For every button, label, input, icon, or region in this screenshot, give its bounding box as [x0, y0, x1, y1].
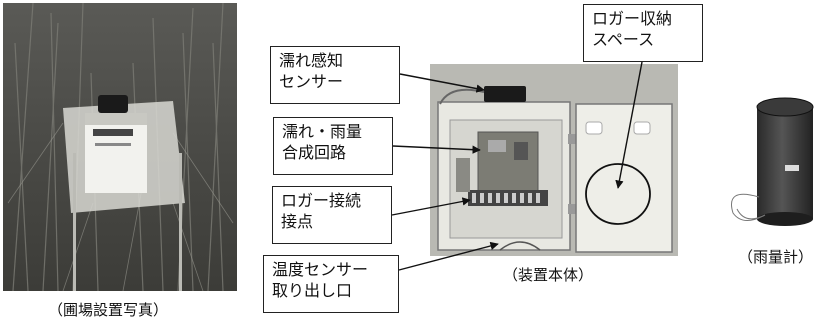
field-photo-caption: （圃場設置写真） — [48, 301, 169, 319]
label-wet-sensor-line1: 濡れ感知 — [279, 51, 344, 70]
label-wet-rain-circuit-line1: 濡れ・雨量 — [282, 122, 363, 141]
field-installation-photo — [3, 3, 237, 291]
label-logger-contact: ロガー接続 接点 — [272, 186, 392, 244]
device-body-caption: （装置本体） — [503, 266, 594, 284]
label-logger-storage: ロガー収納 スペース — [583, 4, 703, 62]
label-wet-rain-circuit-line2: 合成回路 — [282, 143, 347, 162]
rain-gauge-photo — [715, 87, 832, 235]
rain-gauge-caption: （雨量計） — [738, 248, 814, 266]
label-wet-sensor: 濡れ感知 センサー — [270, 46, 400, 104]
label-logger-storage-line2: スペース — [592, 30, 655, 49]
label-temp-sensor-outlet-line2: 取り出し口 — [272, 281, 353, 300]
label-temp-sensor-outlet-line1: 温度センサー — [272, 260, 369, 279]
label-logger-contact-line2: 接点 — [281, 212, 314, 231]
label-logger-storage-line1: ロガー収納 — [592, 9, 673, 28]
device-body-photo — [430, 64, 678, 256]
label-wet-rain-circuit: 濡れ・雨量 合成回路 — [273, 117, 393, 175]
label-wet-sensor-line2: センサー — [279, 72, 344, 91]
label-temp-sensor-outlet: 温度センサー 取り出し口 — [263, 255, 399, 313]
label-logger-contact-line1: ロガー接続 — [281, 191, 362, 210]
